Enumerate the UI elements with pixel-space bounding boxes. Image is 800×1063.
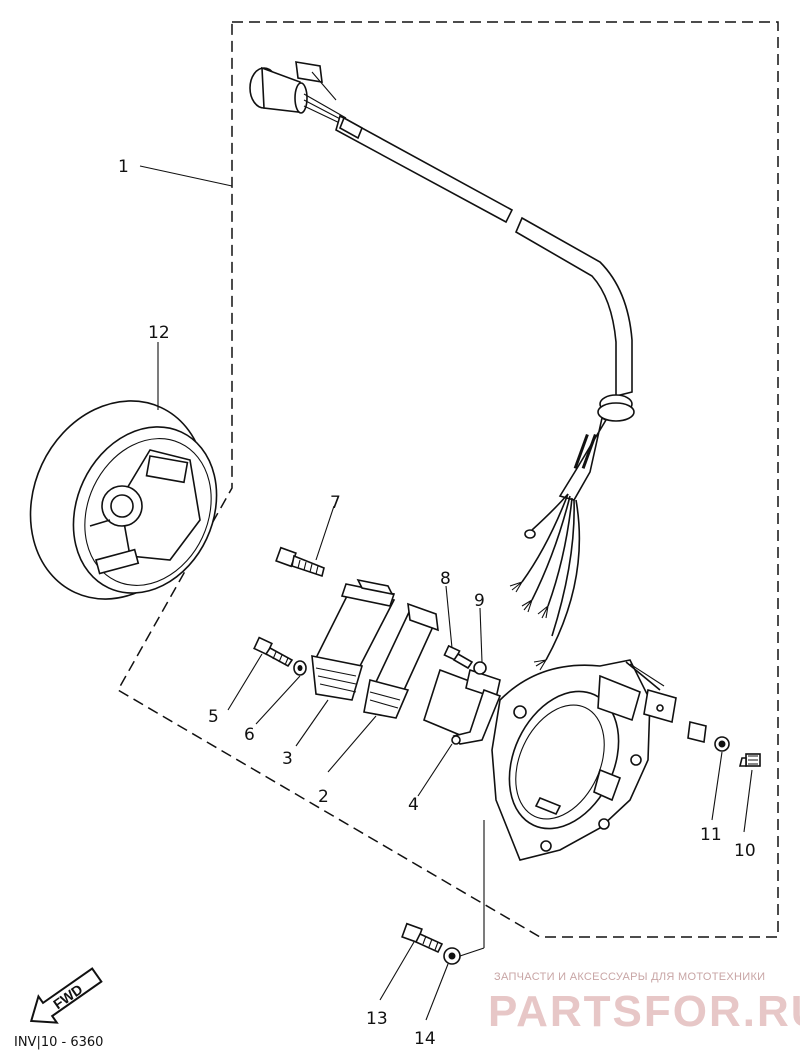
- bolt-13: [401, 922, 444, 954]
- washer-9: [473, 661, 487, 675]
- watermark-logo: PARTSFOR.RU: [488, 987, 800, 1036]
- callout-9: 9: [474, 591, 485, 611]
- flywheel-rotor: [29, 400, 218, 600]
- callout-1: 1: [118, 157, 129, 177]
- washer-6: [293, 660, 307, 676]
- callout-labels: 1 2 3 4 5 6 7 8 9 10 11 12 13 14: [118, 157, 756, 1049]
- screw-5: [253, 636, 294, 668]
- callout-4: 4: [408, 795, 419, 815]
- washer-14: [443, 947, 461, 965]
- wire-harness: [249, 61, 635, 671]
- callout-7: 7: [330, 493, 341, 513]
- callout-8: 8: [440, 569, 451, 589]
- stator-base-plate: [491, 659, 651, 861]
- assembly-boundary: [116, 21, 779, 938]
- nut-11: [714, 736, 730, 752]
- screw-10: [738, 753, 761, 767]
- pulser-coil-4: [423, 668, 502, 745]
- callout-3: 3: [282, 749, 293, 769]
- screw-8: [443, 644, 474, 670]
- callout-13: 13: [366, 1009, 388, 1029]
- callout-10: 10: [734, 841, 756, 861]
- callout-12: 12: [148, 323, 170, 343]
- leader-lines: [139, 165, 753, 1021]
- lighting-coil-3: [311, 578, 396, 701]
- callout-11: 11: [700, 825, 722, 845]
- callout-5: 5: [208, 707, 219, 727]
- ground-lead: [625, 661, 707, 743]
- bolt-7: [275, 546, 325, 578]
- charge-coil-2: [363, 602, 439, 719]
- watermark-tagline: ЗАПЧАСТИ И АКСЕССУАРЫ ДЛЯ МОТОТЕХНИКИ: [494, 971, 765, 983]
- callout-6: 6: [244, 725, 255, 745]
- callout-2: 2: [318, 787, 329, 807]
- fwd-direction-badge: FWD: [29, 967, 103, 1024]
- callout-14: 14: [414, 1029, 436, 1049]
- watermark: ЗАПЧАСТИ И АКСЕССУАРЫ ДЛЯ МОТОТЕХНИКИ PA…: [488, 971, 800, 1036]
- diagram-code: INV|10 - 6360: [14, 1035, 103, 1050]
